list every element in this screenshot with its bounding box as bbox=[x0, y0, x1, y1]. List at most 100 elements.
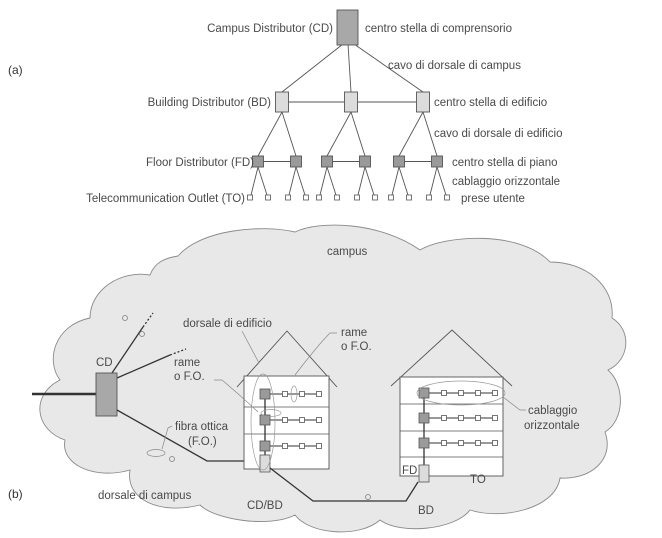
fibra-ottica-label-1: fibra ottica bbox=[175, 421, 229, 433]
floor-distributor bbox=[259, 414, 271, 426]
leader-line bbox=[502, 396, 526, 411]
leader-line bbox=[294, 332, 337, 376]
rame-fo-left-label-2: o F.O. bbox=[174, 371, 205, 383]
telecom-outlet bbox=[492, 440, 498, 446]
horizontal-cable-line bbox=[326, 166, 337, 196]
floor-distributor-node bbox=[290, 155, 302, 168]
dorsale-edificio-label: dorsale di edificio bbox=[183, 318, 272, 330]
telecom-outlet bbox=[441, 440, 447, 446]
floor-distributor-node bbox=[321, 155, 333, 168]
cable-marker bbox=[139, 331, 145, 337]
hierarchy-tree bbox=[247, 91, 450, 201]
cd-label: Campus Distributor (CD) bbox=[207, 23, 333, 35]
floor-distributor bbox=[418, 387, 430, 399]
cable-marker bbox=[365, 494, 371, 500]
building-distributor bbox=[259, 454, 271, 473]
to-description: prese utente bbox=[461, 193, 525, 205]
telecom-outlet bbox=[475, 415, 481, 421]
campus-backbone-lines bbox=[281, 43, 424, 103]
cablaggio-label-1: cablaggio bbox=[528, 405, 577, 417]
telecom-outlet bbox=[458, 390, 464, 396]
horizontal-cable-line bbox=[429, 166, 438, 196]
bd-node-label: BD bbox=[418, 505, 434, 517]
cd-node bbox=[95, 372, 118, 417]
fibra-ottica-label-2: (F.O.) bbox=[188, 436, 217, 448]
telecom-outlet bbox=[492, 415, 498, 421]
telecom-outlet bbox=[316, 443, 322, 449]
cd-bd-label: CD/BD bbox=[247, 500, 283, 512]
panel-b-campus: campus CD bbox=[8, 224, 627, 533]
right-building-floors bbox=[416, 380, 506, 483]
telecom-outlet-node bbox=[247, 194, 253, 201]
horizontal-cable-line bbox=[391, 166, 400, 196]
telecom-outlet bbox=[492, 390, 498, 396]
horizontal-cabling-label: cablaggio orizzontale bbox=[452, 176, 560, 188]
cd-description: centro stella di comprensorio bbox=[365, 23, 512, 35]
telecom-outlet-node bbox=[444, 194, 450, 201]
telecom-outlet bbox=[282, 417, 288, 423]
building-cable-label: cavo di dorsale di edificio bbox=[434, 128, 563, 140]
telecom-outlet bbox=[316, 391, 322, 397]
building-distributor-node bbox=[344, 91, 358, 113]
cablaggio-label-2: orizzontale bbox=[524, 420, 580, 432]
cable-marker bbox=[122, 315, 128, 321]
telecom-outlet-node bbox=[354, 194, 360, 201]
building-backbone-line bbox=[398, 111, 424, 157]
telecom-outlet-node bbox=[388, 194, 394, 201]
horizontal-cable-line bbox=[436, 166, 447, 196]
leader-line bbox=[241, 330, 260, 364]
leader-line bbox=[214, 379, 259, 413]
telecom-outlet-node bbox=[303, 194, 309, 201]
cable-marker bbox=[169, 456, 175, 462]
building-right-roof bbox=[390, 329, 513, 387]
building-backbone-line bbox=[350, 111, 366, 157]
to-node-label: TO bbox=[470, 474, 486, 486]
campus-cable-label: cavo di dorsale di campus bbox=[388, 60, 521, 72]
horizontal-cable-line bbox=[364, 166, 375, 196]
telecom-outlet bbox=[282, 443, 288, 449]
dorsale-campus-label: dorsale di campus bbox=[98, 490, 192, 502]
campus-backbone-fiber bbox=[116, 409, 258, 462]
building-right-body bbox=[399, 376, 504, 477]
to-label: Telecommunication Outlet (TO) bbox=[86, 193, 245, 205]
building-left bbox=[236, 330, 338, 473]
horizontal-cable-line bbox=[295, 166, 306, 196]
telecom-outlet bbox=[299, 391, 305, 397]
fd-label: Floor Distributor (FD) bbox=[146, 157, 254, 169]
building-distributor-node bbox=[275, 91, 289, 113]
floor-distributor bbox=[418, 437, 430, 449]
telecom-outlet bbox=[299, 417, 305, 423]
inter-building-backbone bbox=[269, 467, 419, 502]
horizontal-cabling-ellipse bbox=[416, 380, 506, 406]
building-backbone-line bbox=[281, 111, 297, 157]
left-building-floors bbox=[250, 373, 322, 473]
horizontal-cable-line bbox=[319, 166, 328, 196]
building-left-roof bbox=[236, 330, 338, 388]
telecom-outlet-node bbox=[316, 194, 322, 201]
leader-line bbox=[161, 425, 173, 450]
fiber-marker-ellipse bbox=[146, 449, 166, 457]
floor-distributor bbox=[259, 440, 271, 452]
rame-fo-top-label-2: o F.O. bbox=[341, 341, 372, 353]
rame-fo-left-label-1: rame bbox=[174, 357, 200, 369]
horizontal-cable-line bbox=[257, 166, 268, 196]
telecom-outlet bbox=[458, 415, 464, 421]
floor-distributor-node bbox=[393, 155, 405, 168]
copper-fiber-ellipse bbox=[260, 409, 282, 417]
rame-fo-top-label-1: rame bbox=[341, 327, 367, 339]
telecom-outlet-node bbox=[372, 194, 378, 201]
telecom-outlet bbox=[441, 415, 447, 421]
telecom-outlet-node bbox=[426, 194, 432, 201]
building-right bbox=[390, 329, 513, 483]
building-distributor bbox=[418, 464, 430, 483]
campus-label: campus bbox=[327, 246, 368, 258]
copper-fiber-ellipse bbox=[290, 385, 298, 403]
building-backbone-line bbox=[422, 111, 438, 157]
campus-cloud bbox=[39, 224, 627, 533]
horizontal-cable-line bbox=[250, 166, 259, 196]
cd-outgoing-cables bbox=[111, 312, 187, 379]
telecom-outlet-node bbox=[285, 194, 291, 201]
building-distributor-node bbox=[416, 91, 430, 113]
telecom-outlet bbox=[475, 440, 481, 446]
telecom-outlet bbox=[299, 443, 305, 449]
